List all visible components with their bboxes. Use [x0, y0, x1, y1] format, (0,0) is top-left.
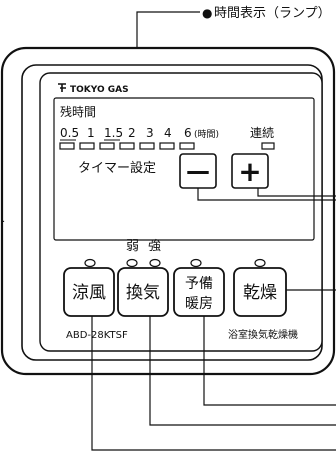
hour-lamp — [59, 142, 75, 150]
preheat-button-label-line1: 予備 — [185, 276, 213, 292]
hour-label: 6 — [184, 126, 192, 140]
hour-label: 1 — [87, 126, 95, 140]
minus-leader-line — [197, 188, 336, 201]
vent-weak-lamp — [126, 258, 138, 268]
dry-lamp — [254, 258, 266, 268]
timer-title: 残時間 — [60, 105, 96, 119]
hour-lamp — [159, 142, 175, 150]
plus-symbol: + — [238, 155, 261, 188]
edge-dots: · — [2, 217, 5, 228]
preheat-leader-line — [203, 316, 336, 406]
hour-labels: 0.5 1 1.5 2 3 4 6 — [60, 126, 192, 140]
continuous-label: 連続 — [250, 126, 274, 140]
product-name: 浴室換気乾燥機 — [228, 328, 298, 341]
minus-symbol: — — [186, 157, 210, 185]
ventilation-leader-line — [149, 316, 336, 426]
hours-unit-label: (時間) — [194, 129, 219, 140]
brand-logo — [58, 83, 66, 92]
strong-label: 強 — [148, 239, 161, 254]
timer-plus-button[interactable]: + — [231, 153, 269, 189]
timer-minus-button[interactable]: — — [179, 153, 217, 189]
callout-bullet: ● — [202, 6, 212, 20]
preheat-lamp — [190, 258, 202, 268]
callout-leader-line — [136, 11, 200, 50]
hour-lamp — [99, 142, 115, 150]
cool-leader-line — [91, 316, 336, 451]
cool-button[interactable]: 涼風 — [63, 267, 115, 317]
hour-label: 0.5 — [60, 126, 79, 140]
continuous-lamp — [261, 142, 275, 150]
dry-button-label: 乾燥 — [243, 283, 277, 303]
hour-label: 2 — [128, 126, 136, 140]
hour-lamp — [119, 142, 135, 150]
hour-label: 4 — [164, 126, 172, 140]
hour-lamp — [139, 142, 155, 150]
vent-strong-lamp — [149, 258, 161, 268]
ventilation-button-label: 換気 — [126, 283, 160, 303]
plus-leader-line — [257, 188, 336, 197]
brand-name: TOKYO GAS — [70, 85, 129, 95]
preheat-button-label-line2: 暖房 — [185, 296, 213, 312]
timer-setting-label: タイマー設定 — [78, 160, 156, 176]
mode-lamps — [84, 258, 266, 268]
hour-label: 3 — [146, 126, 154, 140]
hour-label: 1.5 — [104, 126, 123, 140]
model-number: ABD-28KTSF — [66, 330, 128, 341]
hour-lamp — [179, 142, 195, 150]
weak-label: 弱 — [126, 239, 139, 254]
hour-lamp — [79, 142, 95, 150]
cool-button-label: 涼風 — [72, 283, 106, 303]
hour-lamps — [59, 142, 275, 150]
cool-lamp — [84, 258, 96, 268]
dry-button[interactable]: 乾燥 — [233, 267, 287, 317]
callout-label: 時間表示（ランプ） — [214, 6, 331, 21]
ventilation-button[interactable]: 換気 — [117, 267, 169, 317]
preheat-button[interactable]: 予備 暖房 — [173, 267, 225, 317]
